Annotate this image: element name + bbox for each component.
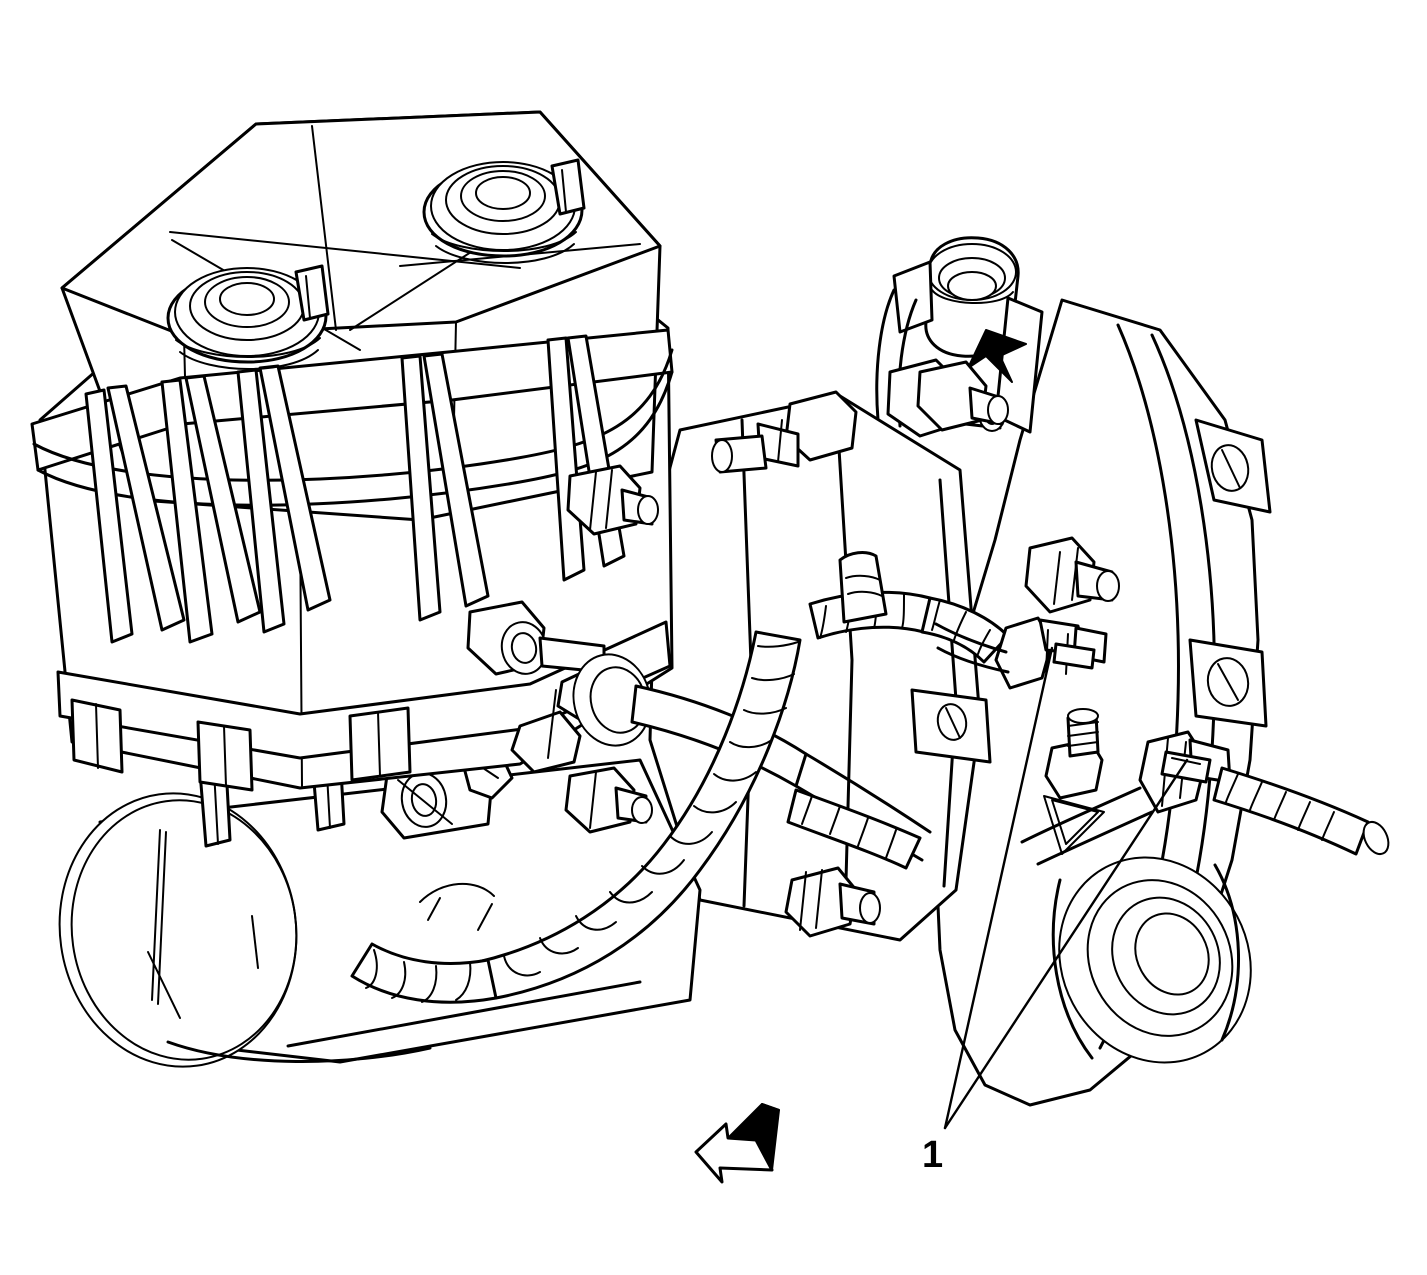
- callout-number-1: 1: [922, 1134, 944, 1176]
- vacuum-booster: [933, 298, 1272, 1107]
- master-cylinder-body: [58, 750, 702, 1068]
- electrical-connector-lower: [1020, 730, 1390, 866]
- reservoir-cap-front: [166, 264, 330, 370]
- reservoir-cap-rear: [422, 158, 586, 264]
- electrical-connector-upper: [934, 616, 1108, 690]
- view-direction-arrow: [694, 1103, 780, 1184]
- reservoir-ribs: [84, 334, 626, 644]
- callout-leader-lines: [943, 646, 1189, 1130]
